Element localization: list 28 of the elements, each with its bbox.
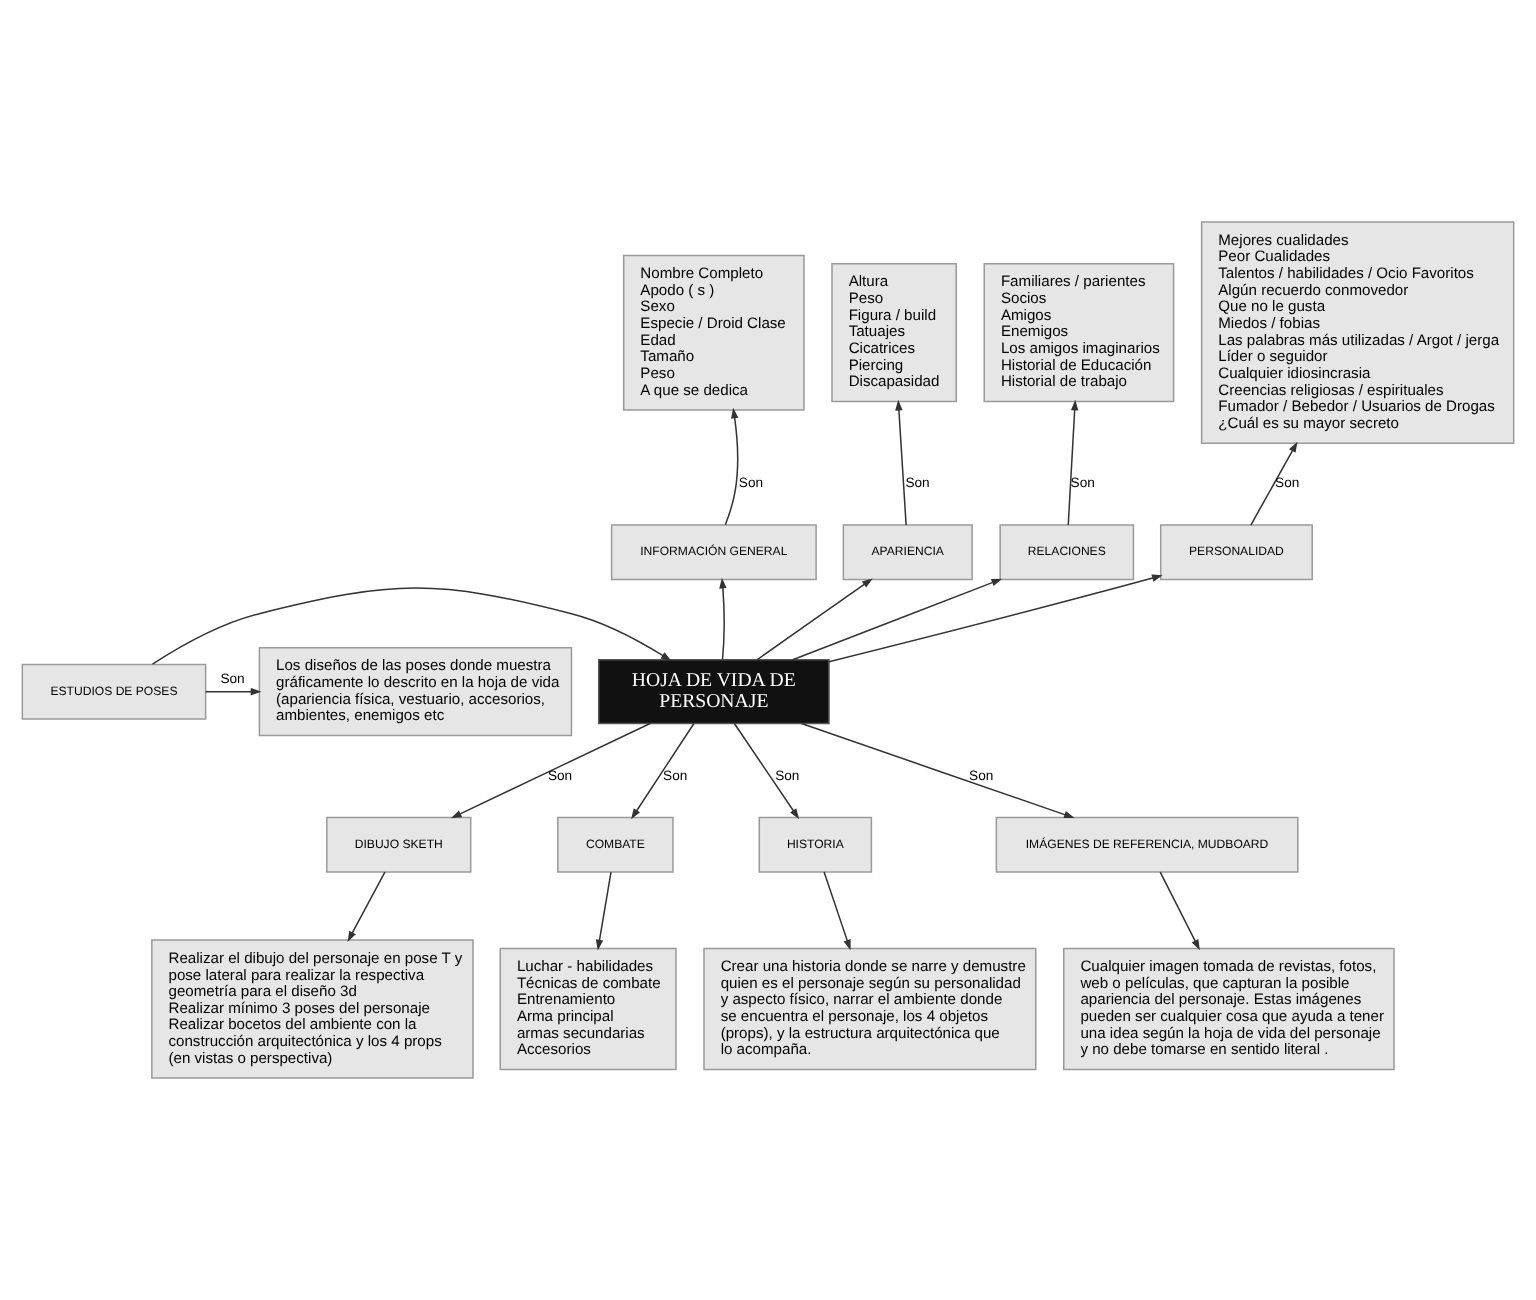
arrow <box>1250 441 1298 526</box>
arrow <box>1067 399 1079 526</box>
arrow <box>595 871 612 951</box>
arrow <box>800 722 1075 819</box>
arrow <box>1159 871 1200 951</box>
arrow <box>756 578 873 661</box>
arrow <box>347 871 386 942</box>
arrow <box>631 722 695 820</box>
node-box: HOJA DE VIDA DE PERSONAJE <box>597 659 830 725</box>
node-box: Crear una historia donde se narre y demustre quien es el personaje según su personalidad y aspecto físico, narrar el ambiente donde se encuentra el personaje, los 4 objetos (props), y la estructura arquitectónica que lo acompaña. <box>703 947 1037 1071</box>
arrow <box>151 587 672 665</box>
arrow <box>733 722 800 820</box>
arrow <box>791 578 1003 661</box>
node-box: Cualquier imagen tomada de revistas, fotos, web o películas, que capturan la posible apariencia del personaje. Estas imágenes pueden ser cualquier cosa que ayuda a tener una idea según la hoja de vida del personaje y no debe tomarse en sentido literal . <box>1063 947 1395 1071</box>
node-box: Luchar - habilidades Técnicas de combate Entrenamiento Arma principal armas secundarias Accesorios <box>499 947 677 1071</box>
node-box: Nombre Completo Apodo ( s ) Sexo Especie / Droid Clase Edad Tamaño Peso A que se dedica <box>622 254 805 411</box>
arrow <box>895 399 907 526</box>
node-box: Los diseños de las poses donde muestra gráficamente lo descrito en la hoja de vida (apariencia física, vestuario, accesorios, ambientes, enemigos etc <box>258 646 573 737</box>
arrow <box>823 871 851 951</box>
arrow <box>204 687 262 696</box>
node-box: Realizar el dibujo del personaje en pose T y pose lateral para realizar la respectiva geometría para el diseño 3d Realizar mínimo 3 poses del personaje Realizar bocetos del ambiente con la construcción arquitectónica y los 4 props (en vistas o perspectiva) <box>151 939 474 1079</box>
node-box: Mejores cualidades Peor Cualidades Talentos / habilidades / Ocio Favoritos Algún recuerdo conmovedor Que no le gusta Miedos / fobias Las palabras más utilizadas / Argot / jerga Líder o seguidor Cualquier idiosincrasia Creencias religiosas / espirituales Fumador / Bebedor / Usuarios de Drogas ¿Cuál es su mayor secreto <box>1200 221 1515 444</box>
arrow <box>828 574 1163 663</box>
node-box: Altura Peso Figura / build Tatuajes Cicatrices Piercing Discapasidad <box>831 262 957 403</box>
arrow <box>724 407 739 526</box>
arrow <box>450 722 651 819</box>
arrow <box>719 577 727 661</box>
node-box: Familiares / parientes Socios Amigos Enemigos Los amigos imaginarios Historial de Educación Historial de trabajo <box>983 262 1175 403</box>
